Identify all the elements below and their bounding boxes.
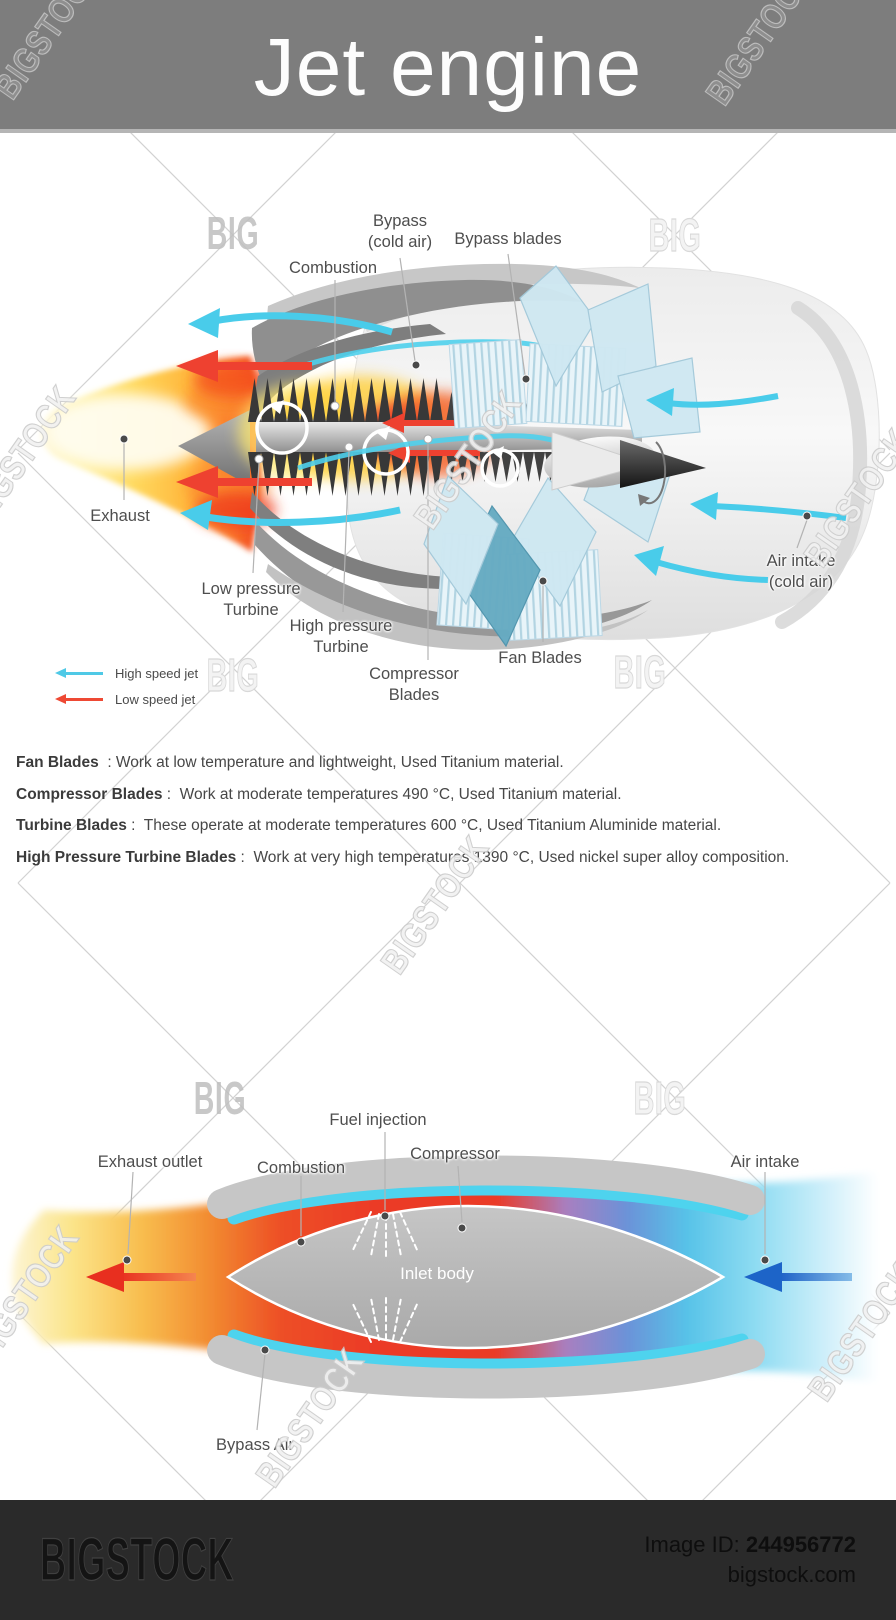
high-speed-jet-arrows: [180, 308, 847, 583]
label-bypass-cold-air: Bypass(cold air): [367, 212, 433, 251]
label-bypass-blades: Bypass blades: [454, 230, 562, 248]
page-title: Jet engine: [253, 21, 643, 113]
inlet-body-shape: [225, 1204, 726, 1350]
label-combustion: Combustion: [288, 259, 378, 277]
site-url: bigstock.com: [727, 1562, 856, 1587]
bigstock-logo: BIGSTOCK: [40, 1526, 235, 1593]
label-exhaust: Exhaust: [90, 507, 150, 525]
intake-arrow: [744, 1262, 852, 1292]
high-speed-jet-arrow-icon: [55, 667, 103, 679]
engine-casing-bands: [250, 263, 652, 650]
leader-lines: [123, 253, 808, 660]
info-line-compressor-blades: Compressor Blades : Work at moderate tem…: [16, 785, 622, 803]
bigstock-footer-bar: BIGSTOCK Image ID: 244956772 bigstock.co…: [0, 1500, 896, 1620]
rotation-arrows: [255, 400, 520, 488]
core-flow-red-arrows: [382, 413, 480, 463]
label-air-intake-cold-air: Air intake(cold air): [766, 552, 836, 591]
legend-low-speed-jet: Low speed jet: [55, 686, 198, 712]
footer-image-info: Image ID: 244956772 bigstock.com: [644, 1530, 856, 1590]
spinner-nose-cone: [620, 440, 706, 488]
fuel-injection-sparks: [351, 1211, 419, 1343]
nacelle-shell-bands: [207, 1155, 765, 1399]
label-fan-blades: Fan Blades: [498, 649, 582, 667]
leader-dots: [119, 360, 812, 586]
materials-info-block: Fan Blades : Work at low temperature and…: [16, 753, 894, 879]
label-air-intake-2: Air intake: [730, 1153, 800, 1171]
title-banner: Jet engine: [0, 0, 896, 133]
airflow-cross-section-illustration: [12, 1132, 878, 1431]
label-inlet-body: Inlet body: [400, 1264, 474, 1283]
exhaust-arrow: [86, 1262, 196, 1292]
leader-dots-2: [122, 1211, 770, 1355]
low-speed-jet-arrows: [176, 350, 312, 498]
exhaust-nozzle-cone: [178, 410, 250, 486]
fan-blades-shapes: [423, 265, 701, 648]
label-fuel-injection: Fuel injection: [329, 1111, 427, 1129]
info-line-turbine-blades: Turbine Blades : These operate at modera…: [16, 817, 722, 834]
turbofan-cutaway-illustration: [41, 253, 880, 660]
leader-lines-2: [127, 1132, 766, 1431]
info-line-fan-blades: Fan Blades : Work at low temperature and…: [16, 754, 564, 771]
label-compressor: Compressor: [410, 1145, 500, 1163]
info-line-hp-turbine-blades: High Pressure Turbine Blades : Work at v…: [16, 848, 790, 866]
label-exhaust-outlet: Exhaust outlet: [97, 1153, 203, 1171]
fan-assembly: [423, 265, 706, 648]
label-bypass-air: Bypass Air: [216, 1436, 294, 1454]
legend-high-speed-jet: High speed jet: [55, 660, 198, 686]
label-combustion-2: Combustion: [256, 1159, 346, 1177]
low-speed-jet-arrow-icon: [55, 693, 103, 705]
bypass-cyan-channels: [227, 1182, 749, 1372]
jet-speed-legend: High speed jet Low speed jet: [55, 660, 198, 712]
image-id-line: Image ID: 244956772: [644, 1532, 856, 1557]
